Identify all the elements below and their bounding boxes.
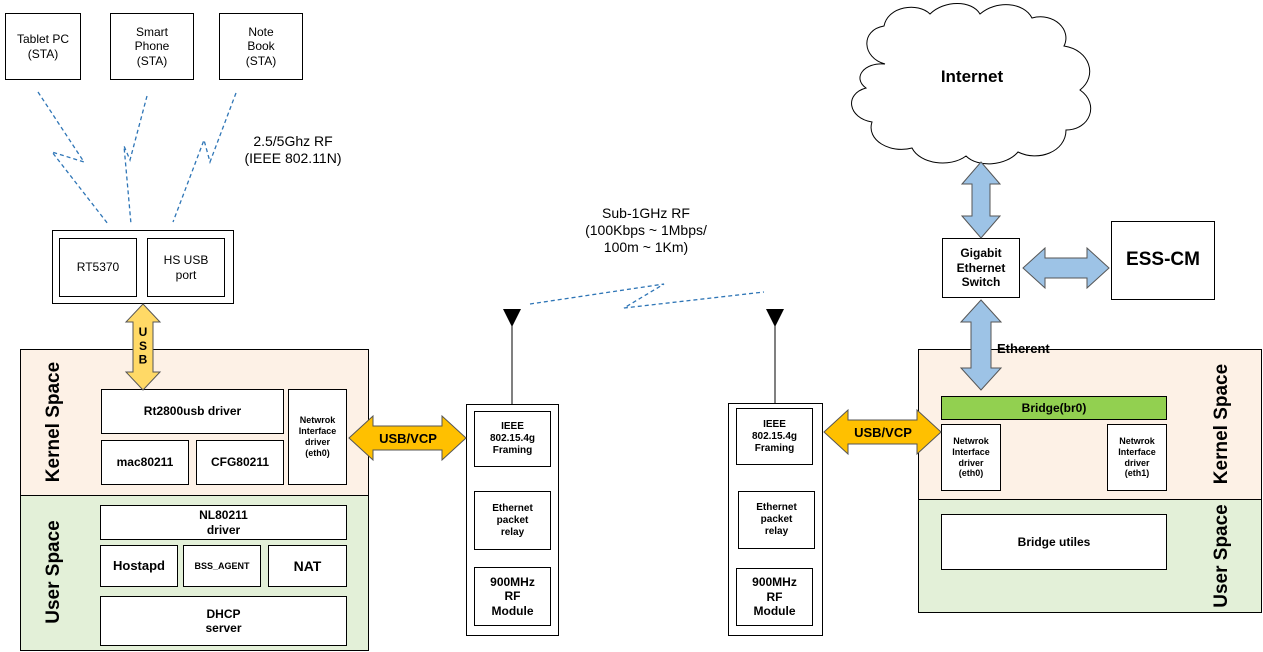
usb-arrow [124, 303, 162, 391]
right-ethernet-relay-box: Ethernet packet relay [738, 491, 815, 549]
smart-phone-box: Smart Phone (STA) [110, 13, 194, 80]
left-ethernet-relay-box: Ethernet packet relay [474, 491, 551, 550]
network-interface-driver-eth0-box: Netwrok Interface driver (eth0) [288, 389, 347, 485]
left-900mhz-rf-module-box: 900MHz RF Module [474, 567, 551, 626]
left-antenna [503, 309, 521, 404]
network-interface-driver-eth1-box: Netwrok Interface driver (eth1) [1107, 424, 1167, 491]
nl80211-driver-box: NL80211 driver [100, 505, 347, 540]
sub-ghz-rf-link [529, 283, 765, 309]
internet-switch-arrow [960, 161, 1002, 239]
hostapd-box: Hostapd [100, 545, 178, 587]
etherent-label: Etherent [997, 341, 1050, 356]
tablet-pc-box: Tablet PC (STA) [5, 13, 81, 80]
rt2800usb-driver-box: Rt2800usb driver [101, 389, 284, 434]
notebook-box: Note Book (STA) [219, 13, 303, 80]
right-usb-vcp-arrow [823, 408, 942, 456]
notebook-wifi-link [172, 92, 237, 223]
bridge-utils-box: Bridge utiles [941, 514, 1167, 570]
tablet-wifi-link [37, 91, 109, 225]
switch-bridge-arrow [959, 299, 1003, 391]
wifi-links [37, 91, 765, 309]
rt5370-box: RT5370 [59, 238, 137, 297]
right-900mhz-rf-module-box: 900MHz RF Module [736, 568, 813, 626]
switch-esscm-arrow [1022, 246, 1110, 290]
wifi-rf-label: 2.5/5Ghz RF (IEEE 802.11N) [244, 133, 342, 166]
bss-agent-box: BSS_AGENT [183, 545, 261, 587]
ess-cm-box: ESS-CM [1111, 221, 1215, 300]
left-usb-vcp-label: USB/VCP [379, 431, 437, 446]
sub-1ghz-rf-label: Sub-1GHz RF (100Kbps ~ 1Mbps/ 100m ~ 1Km… [585, 205, 707, 255]
internet-label: Internet [941, 67, 1004, 86]
right-antenna [766, 309, 784, 403]
left-usb-vcp-arrow [348, 414, 467, 462]
cfg80211-box: CFG80211 [196, 440, 284, 485]
mac80211-box: mac80211 [101, 440, 189, 485]
bridge-br0-box: Bridge(br0) [941, 396, 1167, 420]
right-usb-vcp-label: USB/VCP [854, 425, 912, 440]
hs-usb-port-box: HS USB port [147, 238, 225, 297]
right-ieee-framing-box: IEEE 802.15.4g Framing [736, 408, 813, 465]
gigabit-ethernet-switch-box: Gigabit Ethernet Switch [942, 238, 1020, 298]
dhcp-server-box: DHCP server [100, 596, 347, 646]
network-interface-driver-eth0-right-box: Netwrok Interface driver (eth0) [941, 424, 1001, 491]
internet-cloud [851, 3, 1092, 165]
phone-wifi-link [123, 95, 148, 225]
left-ieee-framing-box: IEEE 802.15.4g Framing [474, 411, 551, 467]
nat-box: NAT [268, 545, 347, 587]
